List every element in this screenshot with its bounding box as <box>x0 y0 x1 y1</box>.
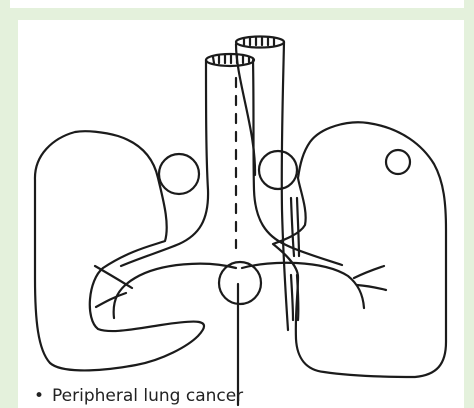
oesophagus-top-opening <box>234 35 286 49</box>
oesophagus-left-wall <box>234 42 257 177</box>
peripheral-tumour <box>384 148 412 176</box>
caption-text: Peripheral lung cancer <box>52 386 244 406</box>
trachea-right-wall <box>251 58 344 267</box>
oesophagus-inner-lines <box>289 196 301 322</box>
left-bronchus-lower-edge <box>112 262 238 320</box>
oesophagus-right-wall <box>280 40 290 332</box>
left-lung-outline <box>33 130 206 372</box>
figure-panel: • Peripheral lung cancer <box>18 20 464 408</box>
oesophagus-top-rings <box>242 36 276 47</box>
trachea-top-opening <box>204 52 256 68</box>
right-lung-outline <box>271 121 448 379</box>
trachea-top-rings <box>211 53 251 65</box>
previous-figure-panel-edge <box>10 0 464 8</box>
right-hilar-lymph-node <box>257 149 299 191</box>
left-hilar-lymph-node <box>157 152 201 196</box>
right-bronchus-branch-lines <box>352 264 388 292</box>
trachea-left-wall <box>119 58 210 268</box>
left-bronchus-branch-lines <box>93 264 134 309</box>
figure-caption: • Peripheral lung cancer <box>34 386 444 408</box>
lung-diagram <box>33 35 448 407</box>
subcarinal-lymph-node <box>217 260 263 306</box>
right-bronchus-lower-edge <box>240 261 366 310</box>
caption-bullet: • <box>34 386 45 406</box>
